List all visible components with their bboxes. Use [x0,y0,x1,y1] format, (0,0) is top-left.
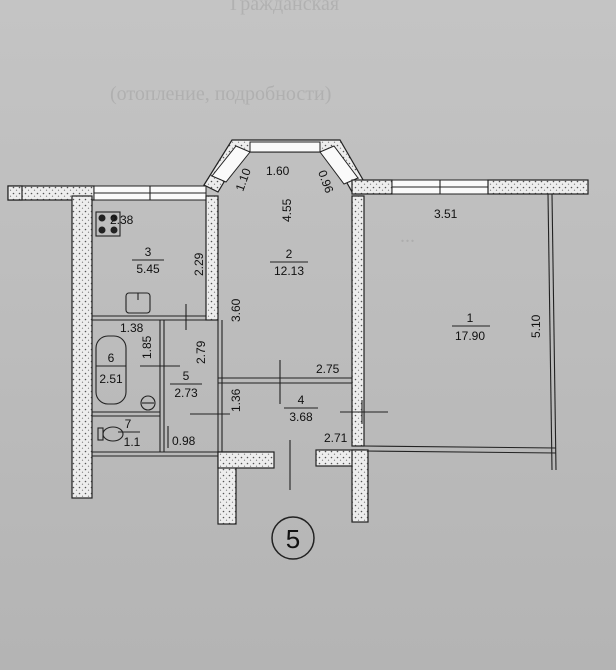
dim-hall-bottom: 2.71 [324,431,348,445]
dim-hall-depth: 1.36 [229,388,243,412]
ghost-text-2: (отопление, подробности) [110,83,331,105]
basin-icon [140,395,156,411]
dim-room2-depth: 4.55 [280,198,294,222]
room-7-area: 1.1 [124,435,141,449]
dim-kitchen-width: 2.38 [110,213,134,227]
dim-bath-depth: 1.85 [140,335,154,359]
ghost-text-1: Гражданская [230,0,339,15]
dim-room1-depth: 5.10 [529,314,543,338]
walls [7,139,589,525]
room-6-area: 2.51 [99,372,123,386]
room-5-area: 2.73 [174,386,198,400]
stove-icon [95,211,121,237]
dim-bay-width: 1.60 [266,164,290,178]
apartment-number-badge: 5 [271,516,315,560]
room-1-number: 1 [467,311,474,325]
room-5-number: 5 [183,369,190,383]
dim-bath-width: 1.38 [120,321,144,335]
room-3-area: 5.45 [136,262,160,276]
dim-kitchen-depth: 2.29 [192,252,206,276]
dimension-labels: 1.60 1.10 0.96 4.55 2.38 2.29 3.51 3.60 … [110,164,543,448]
dim-hall-top: 2.75 [316,362,340,376]
fixtures [95,211,388,490]
room-2-area: 12.13 [274,264,304,278]
bathtub-icon [95,335,127,405]
apartment-number: 5 [286,524,300,554]
dim-room2-width: 3.60 [229,298,243,322]
room-labels: 1 17.90 2 12.13 3 5.45 4 3.68 5 2.73 6 2… [96,245,490,449]
ghost-text-3: ... [400,225,415,247]
dim-corridor-depth: 2.79 [194,340,208,364]
room-4-area: 3.68 [289,410,313,424]
room-3-number: 3 [145,245,152,259]
dim-wc-width: 0.98 [172,434,196,448]
dim-room1-width: 3.51 [434,207,458,221]
room-2-number: 2 [286,247,293,261]
room-1-area: 17.90 [455,329,485,343]
room-6-number: 6 [108,351,115,365]
room-4-number: 4 [298,393,305,407]
room-7-number: 7 [125,417,132,431]
